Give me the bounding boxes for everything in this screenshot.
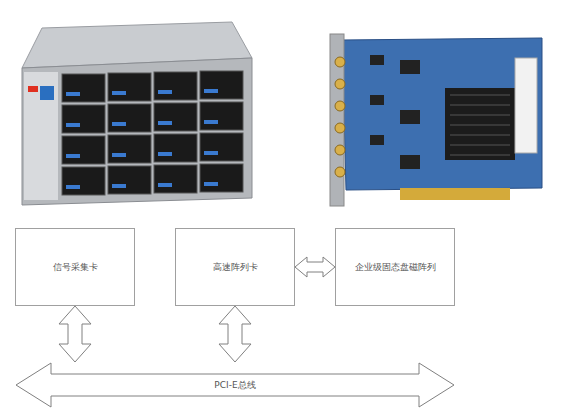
- node-label: PCI-E总线: [212, 378, 257, 393]
- bus-shape: [16, 363, 454, 407]
- double-arrow: [295, 257, 335, 277]
- server-illustration: [22, 22, 252, 205]
- node-label: 企业级固态盘磁阵列: [353, 260, 438, 275]
- process-box: 信号采集卡: [15, 228, 135, 306]
- card-illustration: [330, 34, 542, 206]
- double-arrow: [59, 306, 91, 362]
- process-box: 高速阵列卡: [175, 228, 295, 306]
- double-arrow: [219, 306, 251, 362]
- process-box: 企业级固态盘磁阵列: [335, 228, 455, 306]
- node-label: 高速阵列卡: [211, 260, 260, 275]
- node-label: 信号采集卡: [51, 260, 100, 275]
- bus-arrow: PCI-E总线: [15, 362, 455, 408]
